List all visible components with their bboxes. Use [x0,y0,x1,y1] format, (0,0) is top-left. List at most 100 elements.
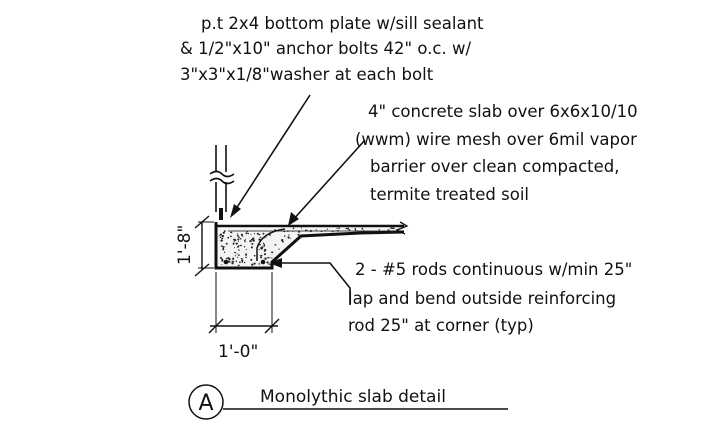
stipple-dot [247,232,249,235]
stipple-dot [289,237,291,239]
stipple-dot [283,230,286,233]
stipple-dot [250,258,253,261]
detail-title-text: Monolythic slab detail [260,387,446,407]
slab-note: 4" concrete slab over 6x6x10/10 (wwm) wi… [355,102,638,204]
stipple-dot [387,229,390,231]
stipple-dot [253,254,256,257]
stipple-dot [249,239,252,243]
stipple-dot [309,229,312,233]
stipple-dot [245,253,248,256]
stipple-dot [239,261,241,264]
stipple-dot [263,250,266,252]
stipple-dot [241,259,244,262]
stipple-dot [287,236,290,239]
footing-outline [214,222,405,270]
stipple-dot [274,244,277,246]
stipple-dot [259,255,261,257]
stipple-dot [258,238,261,241]
stipple-dot [261,246,264,249]
stipple-dot [237,256,239,258]
width-dim-text: 1'-0" [218,342,258,362]
stipple-dot [233,240,235,242]
stipple-dot [331,230,334,233]
stipple-dot [245,253,247,255]
rebar-dot-2 [260,259,266,265]
stipple-dot [228,258,231,261]
stipple-dot [258,233,261,236]
detail-tag-letter: A [198,391,213,416]
stipple-dot [363,229,365,232]
stipple-dot [225,242,228,245]
stipple-dot [338,227,340,229]
stipple-dot [260,236,262,239]
stipple-dot [232,242,235,245]
stipple-dot [227,236,230,239]
stipple-dot [246,230,249,233]
slab-arrowhead [288,212,299,226]
stipple-dot [354,227,357,230]
sill-note-line-2: & 1/2"x10" anchor bolts 42" o.c. w/ [180,39,471,58]
stipple-dot [281,239,284,242]
stipple-dot [391,230,394,233]
stipple-dot [263,244,266,246]
stipple-dot [222,231,225,234]
sill-leader [233,94,311,213]
stipple-dot [231,260,234,263]
slab-note-line-1: 4" concrete slab over 6x6x10/10 [368,102,638,121]
stipple-dot [278,248,280,250]
stipple-dot [263,253,267,256]
stipple-dot [315,229,317,231]
stipple-dot [241,261,244,263]
stipple-dot [262,232,265,235]
stipple-dot [221,263,223,266]
stipple-dot [288,234,290,236]
stipple-dot [253,233,256,235]
stipple-dot [232,257,235,260]
stipple-dot [298,230,300,233]
stipple-dot [304,229,307,232]
stipple-dot [355,229,357,232]
detail-tag-circle [188,384,224,420]
stipple-dot [378,229,380,231]
stipple-dot [265,236,267,238]
stipple-dot [252,239,255,242]
stipple-dot [251,242,254,245]
stipple-dot [231,262,234,265]
rebar-dot-1 [223,259,229,265]
stipple-dot [242,235,244,238]
stipple-dot [347,227,350,230]
stipple-dot [264,248,267,252]
stipple-dot [221,260,224,262]
stipple-dot [240,258,243,260]
stipple-dot [222,246,225,248]
stipple-dot [300,227,303,229]
stipple-dot [221,234,224,238]
sill-arrowhead [230,204,241,218]
stipple-dot [266,261,269,264]
stipple-dot [270,232,272,234]
leader-lines [230,94,366,305]
stipple-dot [251,263,254,266]
stipple-dot [267,257,269,259]
stipple-dot [326,228,328,230]
stipple-dot [292,230,294,232]
stipple-dot [250,233,252,236]
slab-note-line-4: termite treated soil [370,185,529,204]
stipple-dot [345,227,347,230]
stipple-dot [237,264,240,266]
stipple-dot [256,257,258,259]
stipple-dot [269,257,271,259]
stipple-dot [234,239,237,242]
stipple-dot [244,239,246,242]
stipple-dot [282,241,284,243]
stipple-dot [231,231,233,233]
stipple-dot [218,234,220,236]
stipple-dot [234,255,236,257]
stipple-dot [220,245,223,247]
stipple-dot [256,232,259,235]
stipple-dot [221,258,224,261]
stipple-dot [240,233,244,237]
stipple-dot [269,234,271,236]
slab-leader [291,139,366,222]
